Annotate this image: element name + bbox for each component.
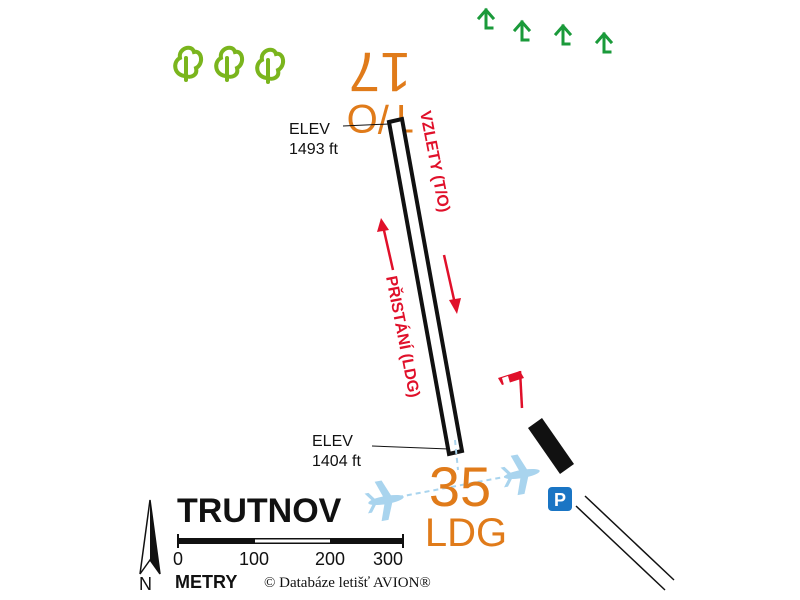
tree-icon — [255, 47, 285, 84]
takeoff-direction-text: VZLETY (T/O) — [416, 110, 452, 214]
north-label: N — [139, 574, 152, 594]
up-arrow-icon — [553, 23, 573, 46]
parking-icon: P — [548, 487, 572, 511]
scale-tick-300: 300 — [373, 549, 403, 569]
elev-north-leader — [342, 123, 390, 127]
scale-unit-label: METRY — [175, 572, 237, 592]
tree-icon — [173, 45, 203, 82]
runway — [386, 116, 465, 457]
copyright-text: © Databáze letišť AVION® — [264, 575, 431, 591]
up-arrow-icon — [594, 31, 614, 54]
elev-south-leader — [371, 445, 450, 450]
takeoff-direction-arrow — [442, 254, 461, 314]
airplane-icon — [364, 480, 404, 522]
approach-line — [397, 439, 521, 498]
elev-south-value: 1404 ft — [312, 453, 361, 470]
scale-tick-200: 200 — [315, 549, 345, 569]
parking-label: P — [554, 490, 566, 510]
airplane-icon — [500, 454, 540, 496]
up-arrow-icon — [512, 19, 532, 42]
runway-17-designator: 17 — [349, 41, 411, 104]
scale-bar: 0 100 200 300 — [173, 534, 404, 569]
runway-35-group: 35 LDG — [425, 455, 507, 555]
airfield-name: TRUTNOV — [177, 492, 342, 530]
up-arrow-icon — [476, 7, 496, 30]
north-arrow-icon: N — [139, 499, 161, 594]
tree-icon — [214, 45, 244, 82]
hangar-building — [528, 418, 574, 474]
runway-35-label: LDG — [425, 511, 507, 555]
elev-north-label: ELEV — [289, 121, 330, 138]
landing-direction-arrow — [377, 218, 395, 271]
elev-north-value: 1493 ft — [289, 141, 338, 158]
scale-tick-0: 0 — [173, 549, 183, 569]
windsock-icon — [498, 370, 524, 409]
runway-35-designator: 35 — [429, 455, 491, 518]
scale-tick-100: 100 — [239, 549, 269, 569]
elev-south-label: ELEV — [312, 433, 353, 450]
access-road — [575, 495, 675, 591]
